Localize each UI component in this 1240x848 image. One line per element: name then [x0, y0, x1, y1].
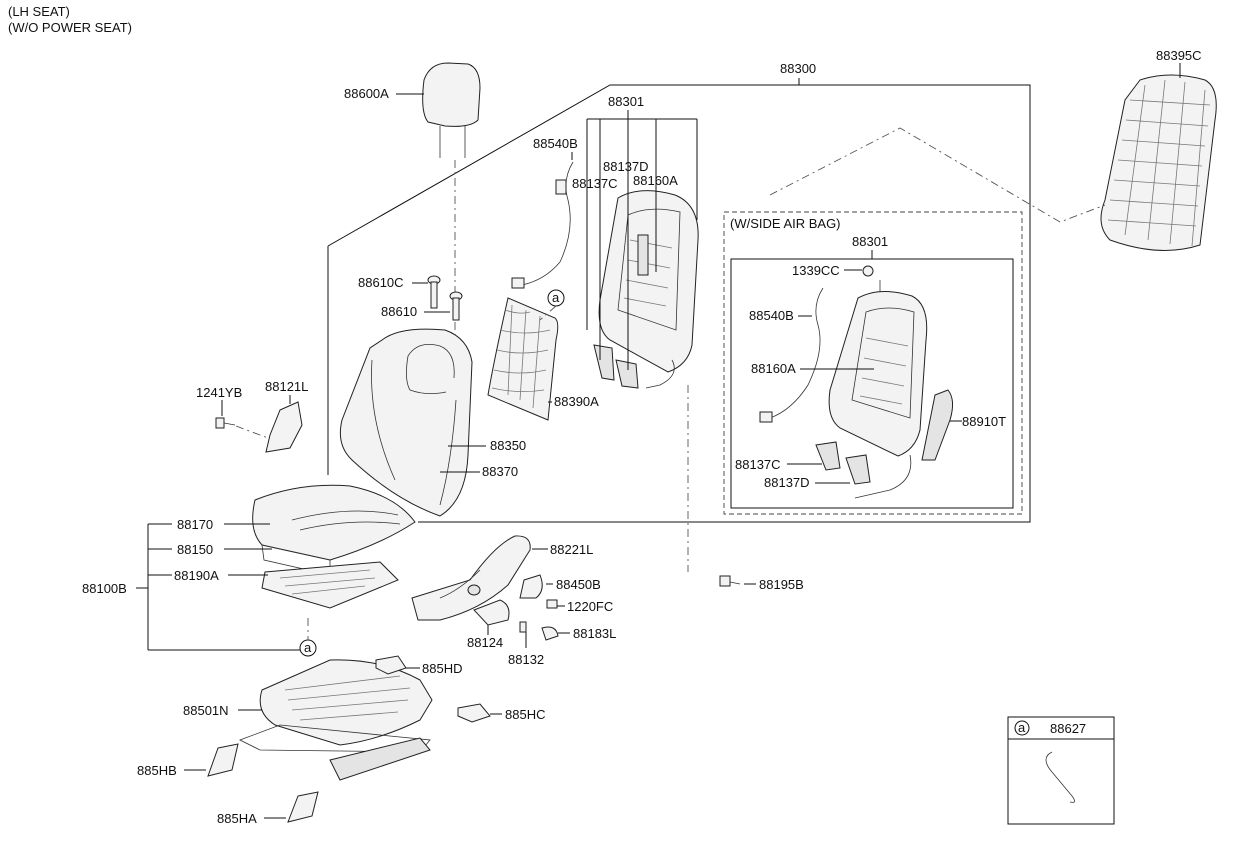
airbag-label-88301: 88301 [852, 234, 888, 249]
cover-885ha [264, 791, 319, 823]
label-88195b: 88195B [759, 577, 804, 592]
cushion-pad [261, 561, 399, 609]
label-88600a: 88600A [344, 86, 389, 101]
back-board [1100, 63, 1217, 251]
frame-callout-lines [586, 110, 698, 370]
cushion-callout-bracket [136, 523, 300, 651]
legend-part-88627: 88627 [1050, 721, 1086, 736]
cover-885hd [375, 655, 420, 675]
bracket-dashline [235, 425, 269, 439]
side-shield [411, 535, 548, 621]
label-88160a: 88160A [633, 173, 678, 188]
label-88501n: 88501N [183, 703, 229, 718]
legend-ref-a: a [1018, 720, 1026, 735]
airbag-label-88137d: 88137D [764, 475, 810, 490]
back-frame [593, 190, 699, 389]
bolt-88195b [719, 575, 756, 587]
airbag-label-1339cc: 1339CC [792, 263, 840, 278]
back-board-dashline [769, 127, 1106, 223]
side-airbag-box [723, 211, 1023, 515]
label-88137d: 88137D [603, 159, 649, 174]
label-88610: 88610 [381, 304, 417, 319]
airbag-label-88540b: 88540B [749, 308, 794, 323]
side-bracket [215, 395, 303, 453]
label-88301: 88301 [608, 94, 644, 109]
label-88221l: 88221L [550, 542, 593, 557]
label-88540b: 88540B [533, 136, 578, 151]
label-885hd: 885HD [422, 661, 462, 676]
label-88100b: 88100B [82, 581, 127, 596]
label-88170: 88170 [177, 517, 213, 532]
seat-back-cover [339, 328, 486, 517]
label-885hc: 885HC [505, 707, 545, 722]
label-88121l: 88121L [265, 379, 308, 394]
label-1220fc: 1220FC [567, 599, 613, 614]
label-88390a: 88390A [554, 394, 599, 409]
label-88150: 88150 [177, 542, 213, 557]
label-88300: 88300 [780, 61, 816, 76]
wiring-harness [511, 152, 574, 289]
label-88190a: 88190A [174, 568, 219, 583]
headrest-guides [412, 275, 463, 321]
cover-885hb [184, 743, 239, 777]
cushion-frame [238, 659, 433, 781]
label-88124: 88124 [467, 635, 503, 650]
airbag-label-88910t: 88910T [962, 414, 1006, 429]
label-88610c: 88610C [358, 275, 404, 290]
seat-cushion [252, 484, 416, 576]
header-without-power-seat: (W/O POWER SEAT) [8, 20, 132, 35]
label-88132: 88132 [508, 652, 544, 667]
back-pad [487, 297, 559, 421]
label-88450b: 88450B [556, 577, 601, 592]
headrest [396, 62, 481, 158]
label-885hb: 885HB [137, 763, 177, 778]
label-1241yb: 1241YB [196, 385, 242, 400]
label-88183l: 88183L [573, 626, 616, 641]
ref-a-circle-back [539, 289, 565, 321]
label-88370: 88370 [482, 464, 518, 479]
airbag-label-88160a: 88160A [751, 361, 796, 376]
cover-885hc [457, 703, 502, 723]
label-885ha: 885HA [217, 811, 257, 826]
ref-a-circle-cushion [299, 618, 317, 657]
airbag-box-title: (W/SIDE AIR BAG) [730, 216, 841, 231]
label-88350: 88350 [490, 438, 526, 453]
airbag-frame [759, 265, 962, 499]
header-lh-seat: (LH SEAT) [8, 4, 70, 19]
small-parts-cluster [473, 574, 570, 648]
back-assembly-outline [327, 78, 1031, 523]
ref-a-label-back: a [552, 290, 560, 305]
airbag-label-88137c: 88137C [735, 457, 781, 472]
label-88137c: 88137C [572, 176, 618, 191]
ref-a-label-cushion: a [304, 640, 312, 655]
legend-box [1007, 716, 1115, 825]
label-88395c: 88395C [1156, 48, 1202, 63]
